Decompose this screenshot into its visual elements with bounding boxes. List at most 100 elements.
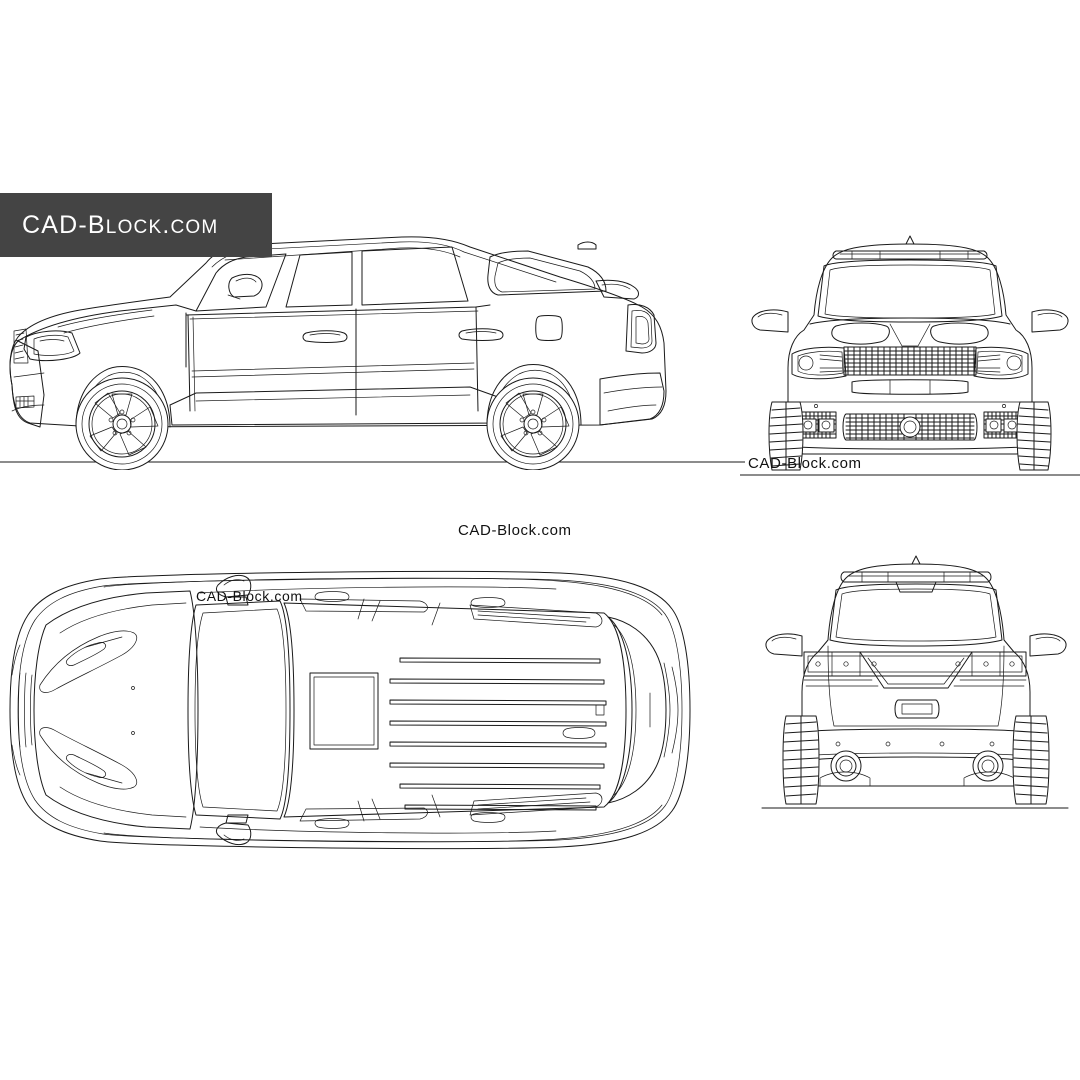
rear-park-sensor-4 xyxy=(990,742,994,746)
top-roof-vent xyxy=(563,728,595,739)
top-front-grille-edge-3 xyxy=(31,675,33,745)
side-beltline xyxy=(186,305,490,315)
top-door-handle-front-right xyxy=(315,819,349,829)
front-headlamp-proj-left xyxy=(799,356,813,370)
rear-bumper-crease xyxy=(806,753,1024,756)
front-headlight-right xyxy=(974,347,1028,379)
top-windshield xyxy=(188,601,290,819)
side-front-door-shut-2 xyxy=(193,317,195,411)
top-hood-pin-right xyxy=(132,732,135,735)
rear-lug-5 xyxy=(520,418,524,422)
top-shoulder-line-left xyxy=(104,578,662,615)
side-quarter-window xyxy=(488,251,606,295)
top-side-window-upper-rear2 xyxy=(478,611,590,622)
rear-tire-left-tread xyxy=(784,716,818,804)
side-rear-wheel-arch xyxy=(487,365,581,426)
top-windshield-inner xyxy=(195,609,286,811)
side-rear-door-shut xyxy=(476,307,478,411)
top-front-grille-edge xyxy=(19,673,21,747)
front-spoke-3 xyxy=(120,431,146,455)
top-sunroof xyxy=(310,673,378,749)
front-lower-lip xyxy=(788,446,1032,449)
top-mirror-left xyxy=(216,575,250,597)
top-rear-edge-2 xyxy=(664,663,670,757)
top-door-shut-front-right xyxy=(358,801,364,821)
rear-taillight-v-inner xyxy=(868,658,964,684)
vehicle-side-view xyxy=(0,215,745,470)
rear-tire-inner xyxy=(493,384,573,464)
front-mirror-left xyxy=(752,310,788,332)
side-taillight xyxy=(626,304,656,353)
top-side-window-lower-front xyxy=(300,808,427,821)
side-rocker-inner xyxy=(196,395,470,401)
front-spoke-5 xyxy=(95,393,120,418)
top-rear-glass-inner xyxy=(614,625,636,795)
side-grille-frame xyxy=(14,329,28,363)
front-headlight-right-inner xyxy=(977,351,1022,375)
side-front-bumper-line xyxy=(14,373,44,377)
top-body-outline-inner xyxy=(18,578,682,841)
top-door-shut-mid-left xyxy=(372,601,380,621)
watermark-front-view: CAD-Block.com xyxy=(748,455,862,472)
rear-park-sensor-1 xyxy=(836,742,840,746)
side-fuel-door xyxy=(536,316,563,341)
rear-window-inner xyxy=(836,589,996,641)
front-headlight-right-drl xyxy=(978,355,1000,372)
rear-taillight-bar xyxy=(804,652,1026,676)
front-tow-hook-inner xyxy=(904,421,916,433)
rear-diffuser-left xyxy=(820,772,870,786)
top-roof-outline xyxy=(284,603,626,817)
watermark-badge: CAD-BLOCK.COM xyxy=(0,193,272,257)
side-hood-crease-2 xyxy=(64,316,154,333)
rear-exhaust-tip-right-inner xyxy=(978,756,998,776)
rear-lug-1 xyxy=(531,410,535,414)
top-shoulder-line-right xyxy=(104,805,662,842)
front-headlight-left-drl xyxy=(820,355,842,372)
side-taillight-inner-2 xyxy=(636,316,649,344)
side-hood-line xyxy=(18,305,196,341)
front-headlight-left-inner xyxy=(798,351,843,375)
front-fog-bulb-left xyxy=(804,421,812,429)
side-front-handle-inner xyxy=(310,334,340,336)
rear-license-inner xyxy=(902,704,932,714)
vehicle-rear-view xyxy=(760,540,1070,815)
side-roof-antenna xyxy=(578,242,596,249)
rear-taillight-v xyxy=(860,652,972,688)
top-door-shut-front-left xyxy=(358,599,364,619)
side-front-wheel-arch xyxy=(76,367,170,428)
rear-spoke-3 xyxy=(531,431,557,455)
front-roof-antenna xyxy=(906,236,914,244)
top-rocker-line-right xyxy=(200,827,556,833)
front-mirror-right xyxy=(1032,310,1068,332)
front-hub-cap xyxy=(117,419,127,429)
rear-exhaust-tip-left-inner xyxy=(836,756,856,776)
rear-taillight-bar-inner xyxy=(808,656,1022,672)
top-hood-line-left xyxy=(86,637,122,647)
top-mirror-left-stem xyxy=(226,597,248,605)
rear-spoke-1 xyxy=(523,394,543,415)
side-front-door-handle xyxy=(303,331,347,343)
rear-mirror-left xyxy=(766,634,802,656)
front-sensor-left xyxy=(814,404,817,407)
top-front-nose-1 xyxy=(12,645,20,775)
watermark-middle: CAD-Block.com xyxy=(458,522,572,539)
rear-hmsl xyxy=(896,582,936,592)
side-rear-door-window xyxy=(362,247,468,305)
top-door-shut-rear-right xyxy=(432,795,440,817)
top-hood-scoop-left xyxy=(40,631,137,693)
front-lower-grille xyxy=(843,414,977,440)
rear-taillight-lamp-5 xyxy=(984,662,988,666)
side-rear-handle-inner xyxy=(466,332,496,334)
front-tire-right-tread xyxy=(1018,402,1050,470)
top-door-handle-rear-left xyxy=(471,598,505,608)
rear-tire-outer xyxy=(487,378,579,470)
side-grille-slats xyxy=(15,333,24,359)
top-hood-scoop-right xyxy=(40,728,137,790)
side-rear-bumper-lower xyxy=(608,405,656,411)
top-hood-vent-left xyxy=(66,642,105,665)
top-rear-edge xyxy=(672,667,678,753)
vehicle-top-view xyxy=(0,555,700,865)
top-hood-line-right xyxy=(86,773,122,783)
side-headlight-inner xyxy=(34,335,74,355)
